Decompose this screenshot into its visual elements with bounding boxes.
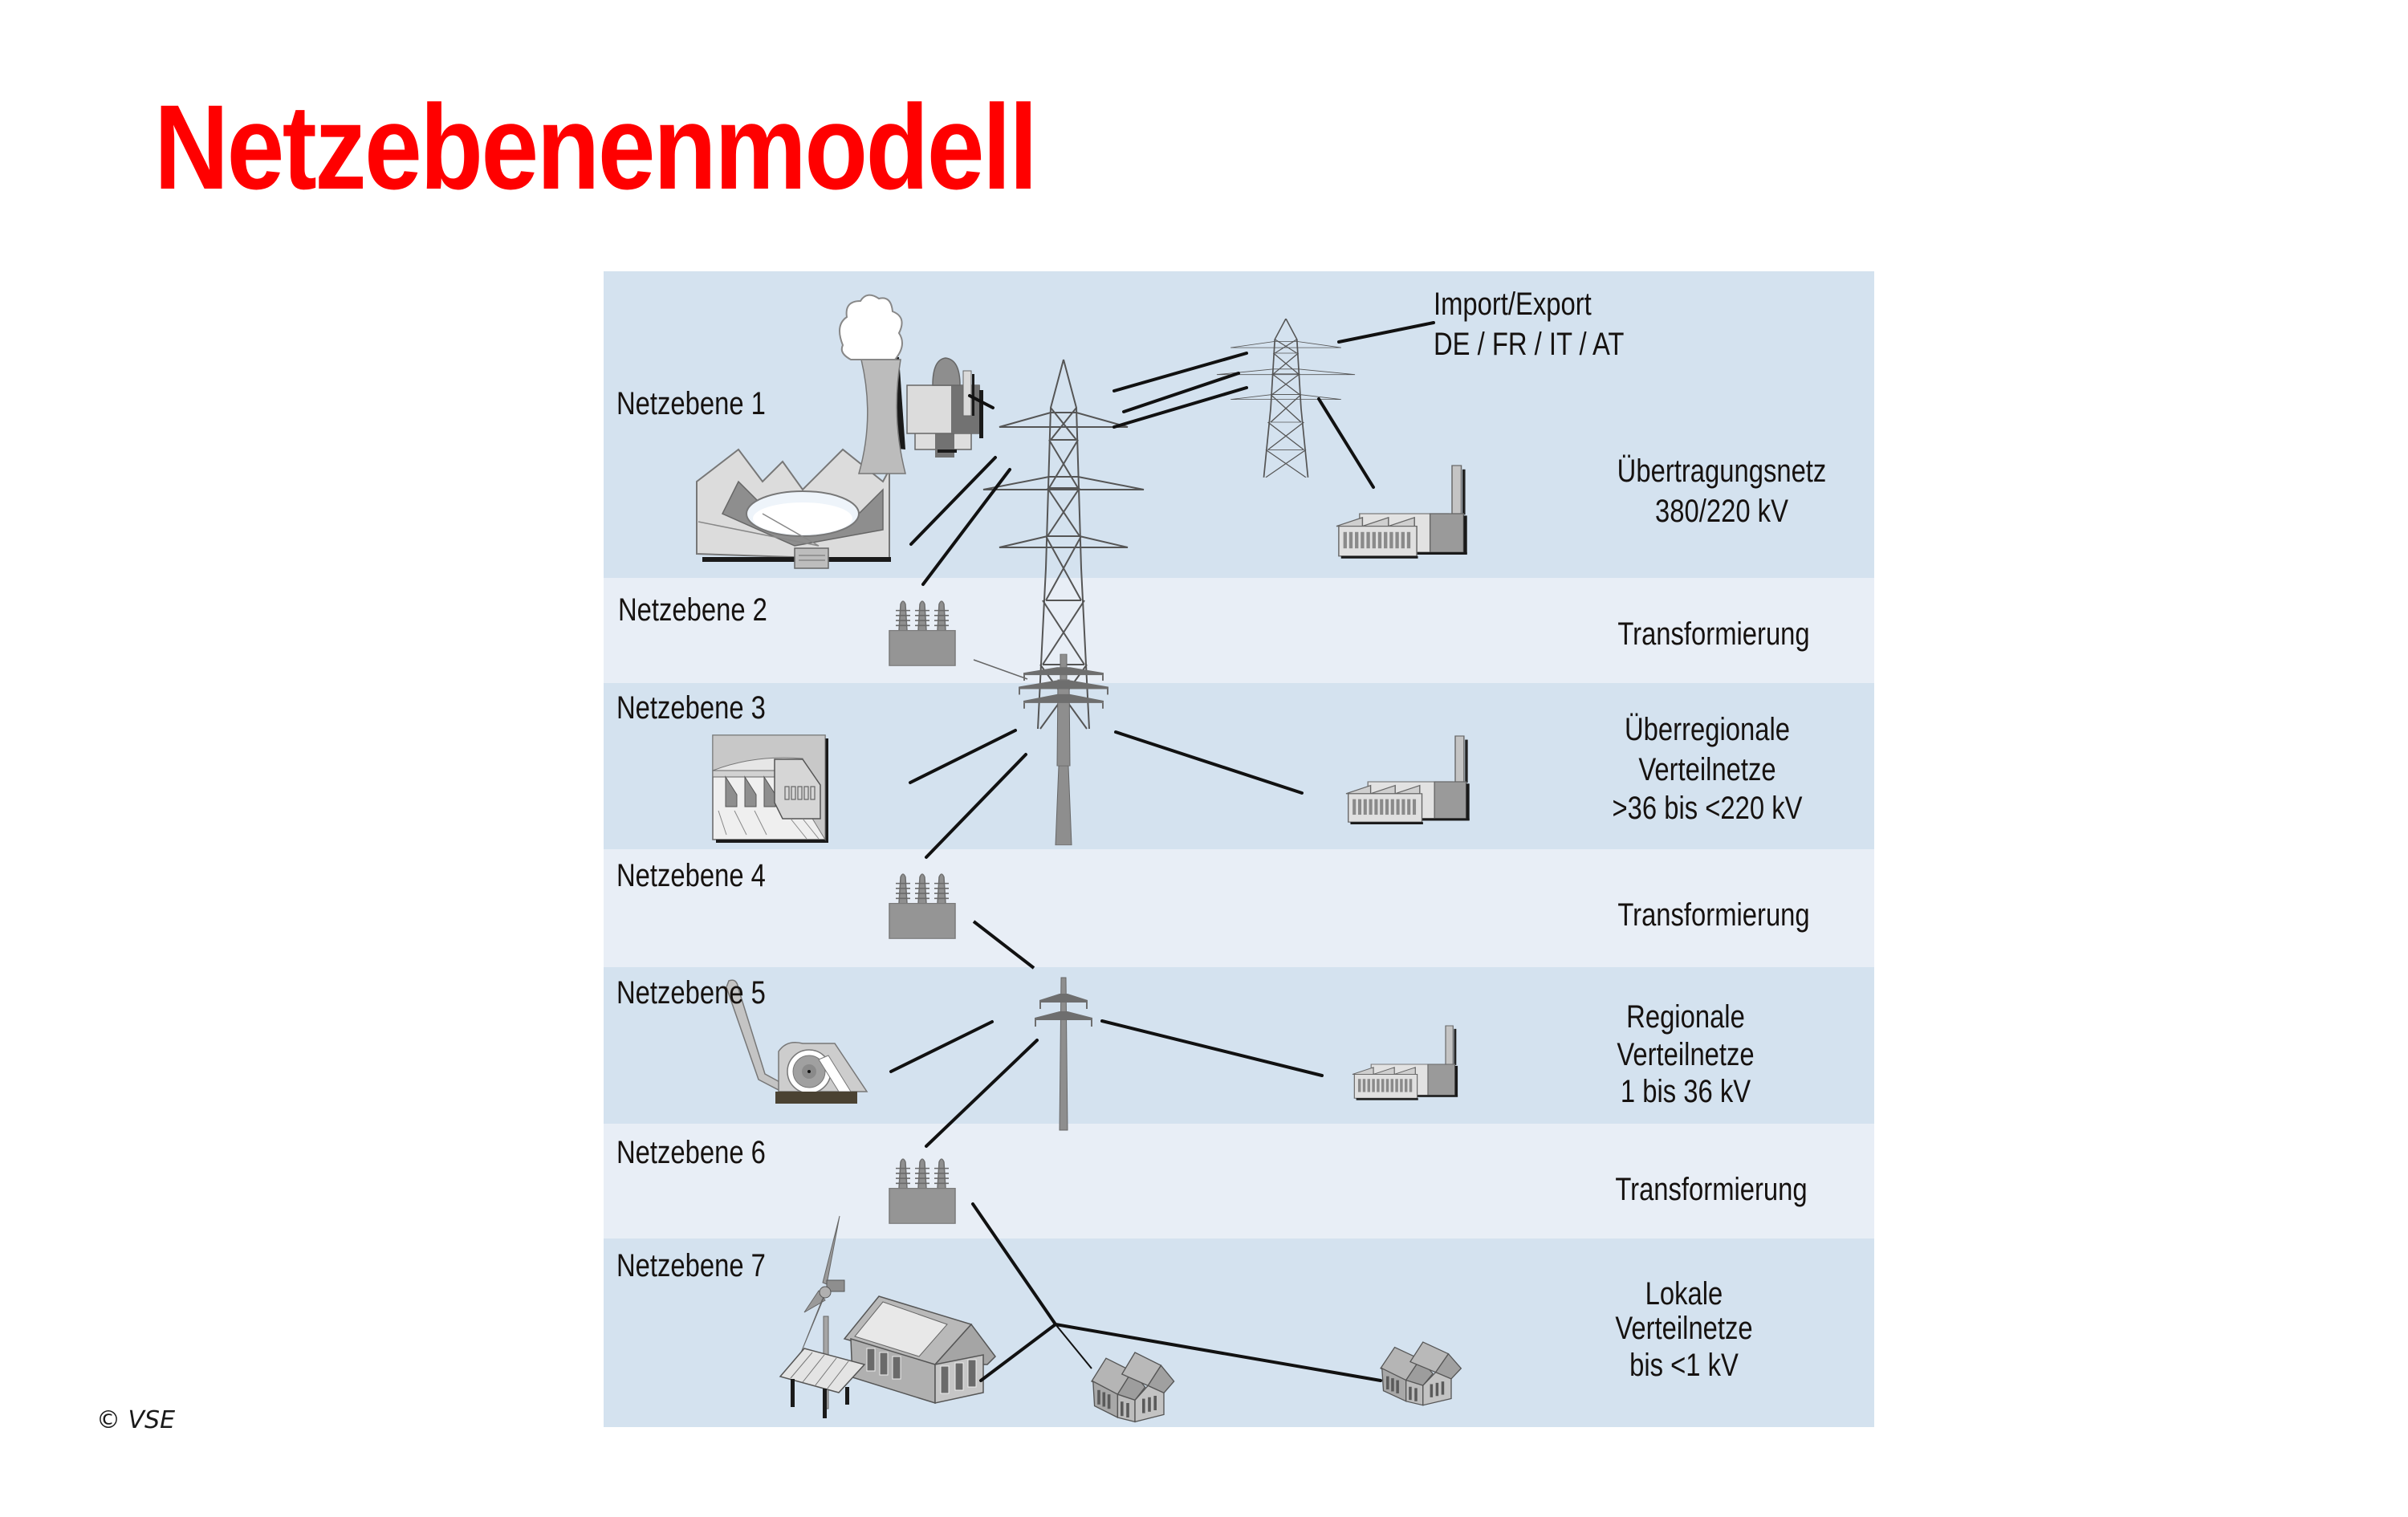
level-descriptions: Übertragungsnetz 380/220 kV Transformier… [1613,453,1827,1383]
level-label: Netzebene 2 [618,592,767,628]
import-export-line2: DE / FR / IT / AT [1434,326,1624,362]
power-line [973,659,1028,680]
power-lines [889,1019,1324,1148]
nuclear-power-plant-icon [839,294,983,474]
level-7-description-line: Lokale [1645,1275,1723,1312]
transformer-icon [889,1157,956,1225]
level-label: Netzebene 1 [616,385,766,421]
level-label: Netzebene 7 [616,1247,766,1283]
transformer-icon [889,872,956,940]
level-1-description-line: Übertragungsnetz [1617,453,1827,489]
solar-house-icon [779,1295,996,1418]
level-7-description-line: bis <1 kV [1629,1347,1739,1383]
transformer-icon [889,600,956,667]
import-export-label: Import/Export DE / FR / IT / AT [1434,286,1624,362]
level-bands [604,271,1874,1427]
band-level-4 [604,849,1874,967]
level-1-description-line: 380/220 kV [1655,493,1788,529]
level-label: Netzebene 3 [616,689,766,726]
band-level-2 [604,578,1874,683]
level-3-description-line: Verteilnetze [1638,751,1775,787]
import-export-line1: Import/Export [1434,286,1592,322]
level-2-description-line: Transformierung [1617,616,1809,652]
level-7-description-line: Verteilnetze [1615,1310,1752,1346]
pumped-storage-icon [696,448,891,569]
band-level-7 [604,1238,1874,1427]
level-labels: Netzebene 1 Netzebene 2 Netzebene 3 Netz… [616,385,767,1283]
band-level-6 [604,1124,1874,1238]
power-lines [971,1202,1382,1382]
hydro-dam-icon [712,734,828,843]
level-3-description-line: Überregionale [1625,711,1790,747]
power-lines [909,321,1435,586]
level-label: Netzebene 6 [616,1134,766,1170]
level-3-description-line: >36 bis <220 kV [1613,790,1804,826]
power-line [1055,1324,1092,1369]
water-turbine-icon [726,979,868,1104]
level-5-description-line: Regionale [1626,998,1745,1035]
power-line [972,920,1035,970]
level-5-description-line: 1 bis 36 kV [1621,1073,1751,1109]
level-label: Netzebene 5 [616,974,766,1011]
level-5-description-line: Verteilnetze [1617,1036,1754,1072]
level-4-description-line: Transformierung [1617,897,1809,933]
copyright-notice: © VSE [96,1406,176,1434]
power-lines [909,729,1304,859]
level-label: Netzebene 4 [616,857,766,893]
page-title: Netzebenenmodell [154,79,1038,214]
level-6-description-line: Transformierung [1615,1171,1807,1207]
